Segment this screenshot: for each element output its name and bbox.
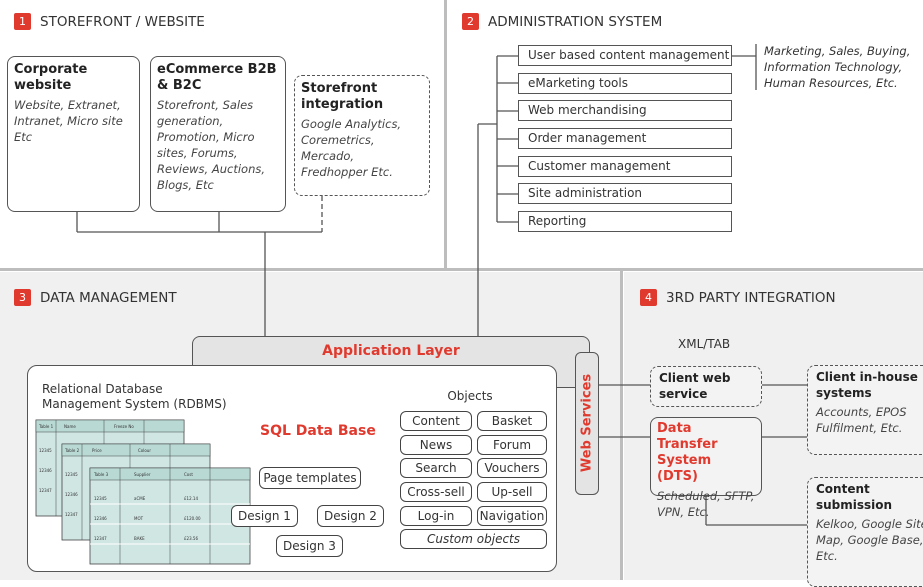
client-web-service-title: Client web service (659, 371, 731, 401)
xml-tab-label: XML/TAB (678, 337, 731, 351)
page-templates-box: Page templates (259, 467, 361, 489)
object-navigation: Navigation (477, 506, 547, 526)
object-up-sell: Up-sell (477, 482, 547, 502)
client-inhouse-title: Client in-house systems (816, 370, 918, 400)
corporate-website-box: Corporate website Website, Extranet, Int… (7, 56, 140, 212)
svg-text:12346: 12346 (65, 492, 78, 497)
design-2-box: Design 2 (317, 505, 384, 527)
content-submission-desc: Kelkoo, Google Site Map, Google Base, Et… (816, 517, 923, 563)
rdbms-label: Relational Database Management System (R… (42, 382, 227, 411)
web-services-label: Web Services (579, 373, 595, 473)
object-search: Search (400, 458, 472, 478)
svg-text:£12.14: £12.14 (184, 496, 198, 501)
storefront-integration-title: Storefront integration (301, 81, 384, 112)
table-3: Table 3 Supplier Cost 12345 aCME £12.14 1234… (89, 467, 251, 565)
sql-database-label: SQL Data Base (260, 423, 376, 439)
design-3-box: Design 3 (276, 535, 343, 557)
ecommerce-title: eCommerce B2B & B2C (157, 62, 277, 93)
storefront-integration-box: Storefront integration Google Analytics,… (294, 75, 430, 196)
object-cross-sell: Cross-sell (400, 482, 472, 502)
content-submission-box: Content submission Kelkoo, Google Site M… (807, 477, 923, 587)
svg-text:Table 1: Table 1 (38, 424, 54, 429)
section-title: STOREFRONT / WEBSITE (40, 13, 205, 30)
svg-text:Supplier: Supplier (134, 472, 151, 477)
svg-text:12347: 12347 (39, 488, 52, 493)
web-services-box (575, 352, 599, 495)
svg-text:12347: 12347 (65, 512, 78, 517)
admin-item-emarketing: eMarketing tools (518, 73, 732, 94)
admin-item-site-administration: Site administration (518, 183, 732, 204)
svg-text:Table 2: Table 2 (64, 448, 80, 453)
object-log-in: Log-in (400, 506, 472, 526)
section-header-third-party: 4 3RD PARTY INTEGRATION (640, 289, 836, 306)
corporate-website-desc: Website, Extranet, Intranet, Micro site … (14, 98, 123, 144)
objects-title: Objects (447, 389, 493, 403)
object-news: News (400, 435, 472, 455)
section-number: 1 (14, 13, 31, 30)
section-title: 3RD PARTY INTEGRATION (666, 289, 836, 306)
section-header-storefront: 1 STOREFRONT / WEBSITE (14, 13, 205, 30)
storefront-integration-desc: Google Analytics, Coremetrics, Mercado, … (301, 117, 402, 179)
svg-text:12345: 12345 (65, 472, 78, 477)
section-number: 3 (14, 289, 31, 306)
svg-text:Table 3: Table 3 (93, 472, 109, 477)
svg-text:12345: 12345 (94, 496, 107, 501)
svg-text:Price: Price (92, 448, 102, 453)
svg-text:Cost: Cost (184, 472, 193, 477)
rdbms-tables-illustration: Table 1 Name Freeze No 12345 12346 12347 Tab… (35, 419, 251, 565)
section-title: DATA MANAGEMENT (40, 289, 177, 306)
svg-text:Name: Name (64, 424, 76, 429)
dts-desc: Scheduled, SFTP, VPN, Etc. (657, 489, 755, 519)
content-submission-title: Content submission (816, 482, 893, 512)
svg-text:12347: 12347 (94, 536, 107, 541)
section-number: 4 (640, 289, 657, 306)
object-custom-objects: Custom objects (400, 529, 547, 549)
admin-item-reporting: Reporting (518, 211, 732, 232)
design-1-box: Design 1 (231, 505, 298, 527)
dts-title: Data Transfer System (DTS) (657, 421, 718, 484)
admin-note: Marketing, Sales, Buying, Information Te… (764, 44, 911, 90)
admin-item-order-management: Order management (518, 128, 732, 149)
section-header-data-management: 3 DATA MANAGEMENT (14, 289, 177, 306)
section-title: ADMINISTRATION SYSTEM (488, 13, 663, 30)
client-web-service-box: Client web service (650, 366, 762, 407)
section-number: 2 (462, 13, 479, 30)
ecommerce-desc: Storefront, Sales generation, Promotion,… (157, 98, 266, 192)
dts-box: Data Transfer System (DTS) Scheduled, SF… (650, 417, 762, 519)
divider-vertical-bottom (620, 268, 623, 580)
admin-item-content-management: User based content management (518, 45, 732, 66)
svg-text:Freeze No: Freeze No (114, 424, 134, 429)
admin-item-customer-management: Customer management (518, 156, 732, 177)
svg-text:12346: 12346 (39, 468, 52, 473)
svg-text:BAKE: BAKE (134, 536, 145, 541)
application-layer-label: Application Layer (322, 343, 460, 359)
admin-item-merchandising: Web merchandising (518, 100, 732, 121)
object-vouchers: Vouchers (477, 458, 547, 478)
svg-text:£23.56: £23.56 (184, 536, 198, 541)
svg-text:12345: 12345 (39, 448, 52, 453)
svg-text:12346: 12346 (94, 516, 107, 521)
svg-text:aCME: aCME (134, 496, 146, 501)
svg-text:Colour: Colour (138, 448, 151, 453)
object-basket: Basket (477, 411, 547, 431)
divider-horizontal (0, 268, 923, 271)
object-forum: Forum (477, 435, 547, 455)
svg-text:MOT: MOT (134, 516, 144, 521)
object-content: Content (400, 411, 472, 431)
ecommerce-box: eCommerce B2B & B2C Storefront, Sales ge… (150, 56, 286, 212)
section-header-administration: 2 ADMINISTRATION SYSTEM (462, 13, 662, 30)
svg-text:£120.00: £120.00 (184, 516, 201, 521)
corporate-website-title: Corporate website (14, 62, 88, 93)
client-inhouse-box: Client in-house systems Accounts, EPOS F… (807, 365, 923, 455)
divider-vertical-top (444, 0, 447, 268)
client-inhouse-desc: Accounts, EPOS Fulfilment, Etc. (816, 405, 907, 435)
